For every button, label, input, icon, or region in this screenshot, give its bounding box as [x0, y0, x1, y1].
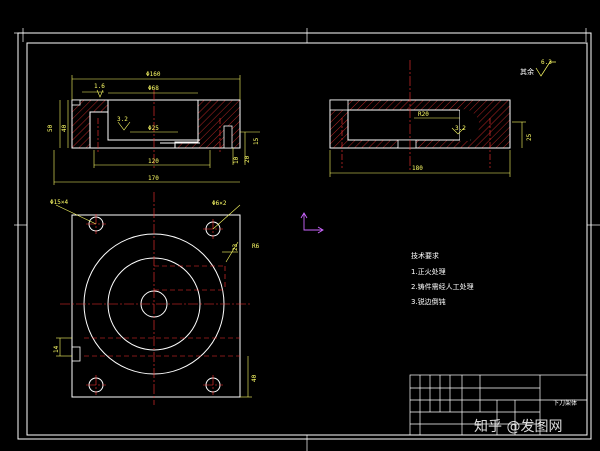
front-view-dim-d160: Φ160 [146, 71, 161, 78]
plan-view: Φ15×4 Φ6×2 R6 23 14 40 [50, 192, 260, 405]
side-view-slot [397, 139, 417, 149]
side-view-dim-h25: 25 [526, 133, 533, 141]
roughness-note: 其余 6.3 [520, 59, 556, 77]
front-view-dim-roughness-16: 1.6 [94, 83, 105, 90]
sheet-corner-marks [14, 28, 600, 451]
plan-view-dim-hole6: Φ6×2 [212, 200, 227, 207]
roughness-note-value: 6.3 [541, 59, 552, 66]
side-view-notch [329, 99, 349, 111]
plan-view-dim-h23: 23 [232, 243, 239, 251]
plan-view-dim-hole15: Φ15×4 [50, 199, 68, 206]
side-view-dim-roughness-32: 3.2 [455, 125, 466, 132]
ucs-icon [300, 212, 324, 234]
plan-view-hidden-lines [84, 265, 240, 357]
front-view-step [223, 125, 233, 149]
front-view-dim-d68: Φ68 [148, 85, 159, 92]
side-view-dim-lines [329, 117, 526, 177]
front-view-notch [71, 99, 81, 106]
plan-view-dim-lines [55, 204, 252, 398]
front-view-dim-h20: 20 [244, 155, 251, 163]
tech-requirements-item: 1.正火处理 [411, 267, 446, 276]
tech-requirements: 技术要求 1.正火处理 2.铸件需经人工处理 3.锐边倒钝 [411, 251, 474, 306]
side-view-dim-r20: R20 [418, 111, 429, 118]
front-view-dim-lines [53, 75, 260, 185]
front-view-dim-d25: Φ25 [148, 125, 159, 132]
side-view: R20 180 3.2 25 [329, 60, 533, 177]
side-view-arc-fill [458, 109, 480, 141]
front-view-dim-h40: 40 [61, 124, 68, 132]
plan-view-dim-h14: 14 [53, 345, 60, 353]
title-block [409, 374, 588, 436]
front-view-dim-h10: 10 [233, 156, 240, 164]
front-view-dim-w120: 120 [148, 158, 159, 165]
tech-requirements-item: 3.锐边倒钝 [411, 297, 446, 306]
plan-view-dim-r6: R6 [252, 243, 260, 250]
plan-view-outline [71, 214, 241, 398]
title-block-part-name: 下刀架体 [553, 399, 577, 407]
front-view-dim-h15: 15 [253, 137, 260, 145]
front-view-dim-h50: 50 [47, 124, 54, 132]
sheet-border [17, 32, 592, 440]
side-view-cavity [347, 109, 461, 141]
plan-view-centerlines [60, 192, 250, 405]
side-view-dim-w180: 180 [412, 165, 423, 172]
plan-view-key [71, 346, 81, 362]
roughness-note-label: 其余 [520, 67, 534, 76]
front-view-dim-roughness-32: 3.2 [117, 116, 128, 123]
tech-requirements-item: 2.铸件需经人工处理 [411, 282, 474, 291]
plan-view-dim-h40: 40 [251, 374, 258, 382]
front-view: Φ160 Φ68 Φ25 120 170 50 40 15 10 20 1.6 … [47, 71, 260, 185]
watermark: 知乎 @发图网 [474, 418, 562, 435]
tech-requirements-title: 技术要求 [411, 251, 439, 260]
front-view-dim-w170: 170 [148, 175, 159, 182]
roughness-symbol [535, 61, 556, 77]
